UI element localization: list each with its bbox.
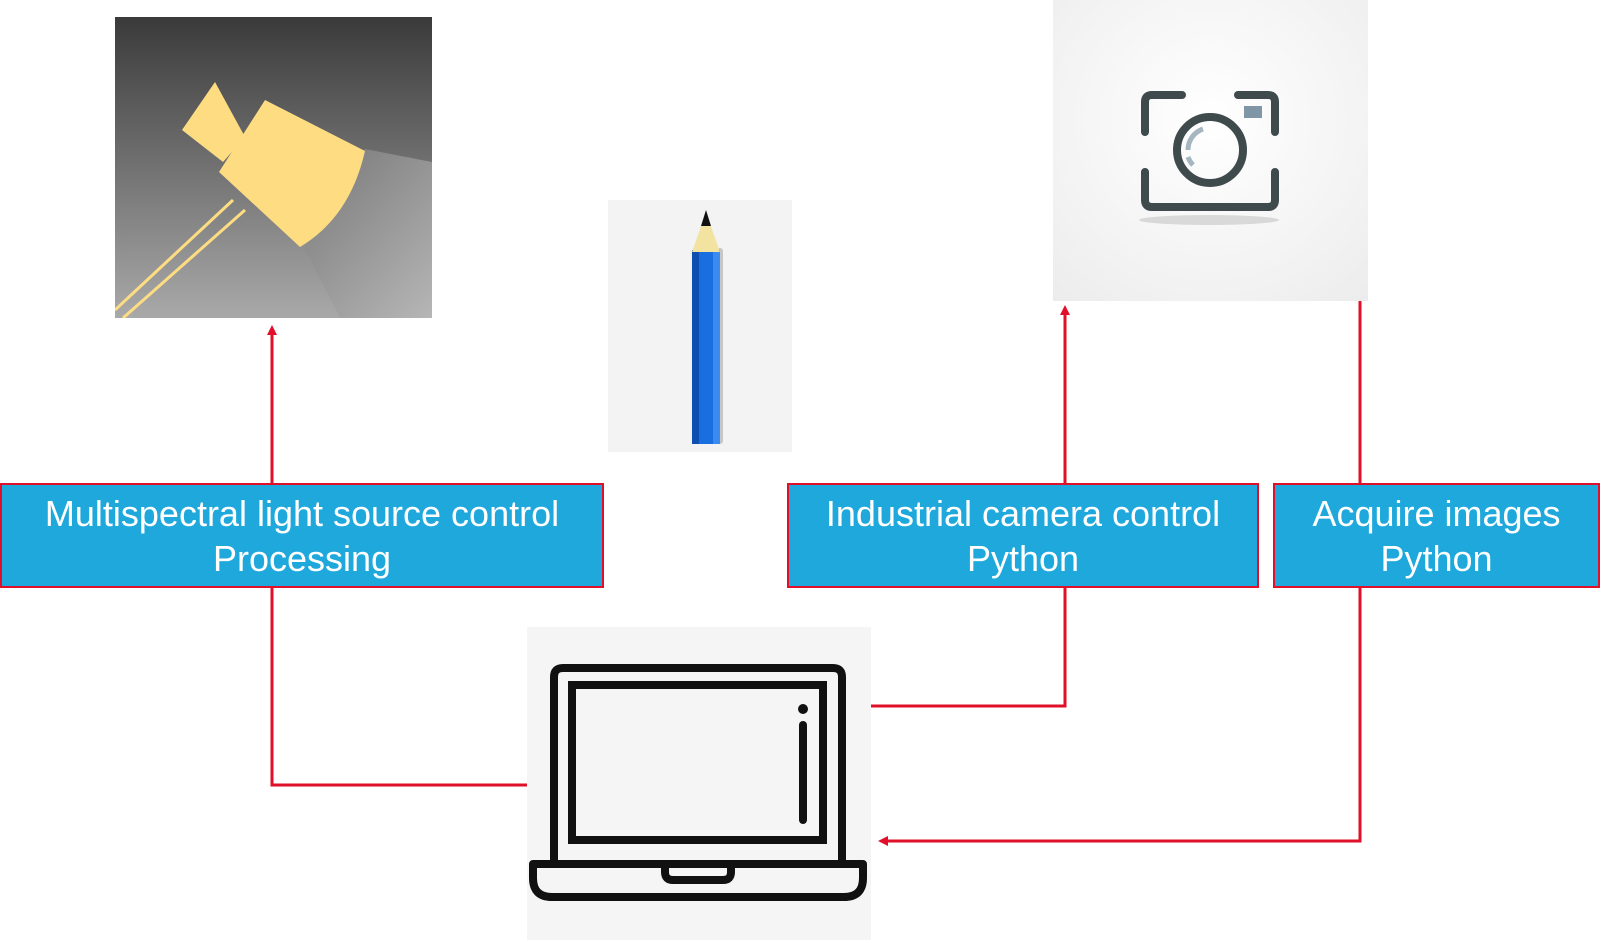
camera-control-line2: Python xyxy=(966,537,1080,579)
connector-laptop-to-light-box xyxy=(270,588,527,787)
laptop-node xyxy=(527,627,871,940)
laptop-icon xyxy=(529,664,867,901)
light-source-control-line2: Processing xyxy=(212,537,392,579)
connector-acquire-box-to-laptop xyxy=(878,588,1362,846)
pencil-icon xyxy=(692,210,723,444)
pencil-node xyxy=(608,200,792,452)
camera-icon xyxy=(1139,91,1279,225)
light-source-control-line1: Multispectral light source control xyxy=(44,492,560,534)
connector-laptop-to-camera-box xyxy=(870,588,1067,708)
camera-node xyxy=(1053,0,1368,301)
light-source-control-box: Multispectral light source control Proce… xyxy=(0,483,604,588)
camera-control-line1: Industrial camera control xyxy=(825,492,1221,534)
light-source-node xyxy=(115,17,432,318)
camera-control-box: Industrial camera control Python xyxy=(787,483,1259,588)
led-light-icon xyxy=(115,17,432,318)
acquire-images-box: Acquire images Python xyxy=(1273,483,1600,588)
acquire-images-line1: Acquire images xyxy=(1312,492,1561,534)
acquire-images-line2: Python xyxy=(1380,537,1493,579)
